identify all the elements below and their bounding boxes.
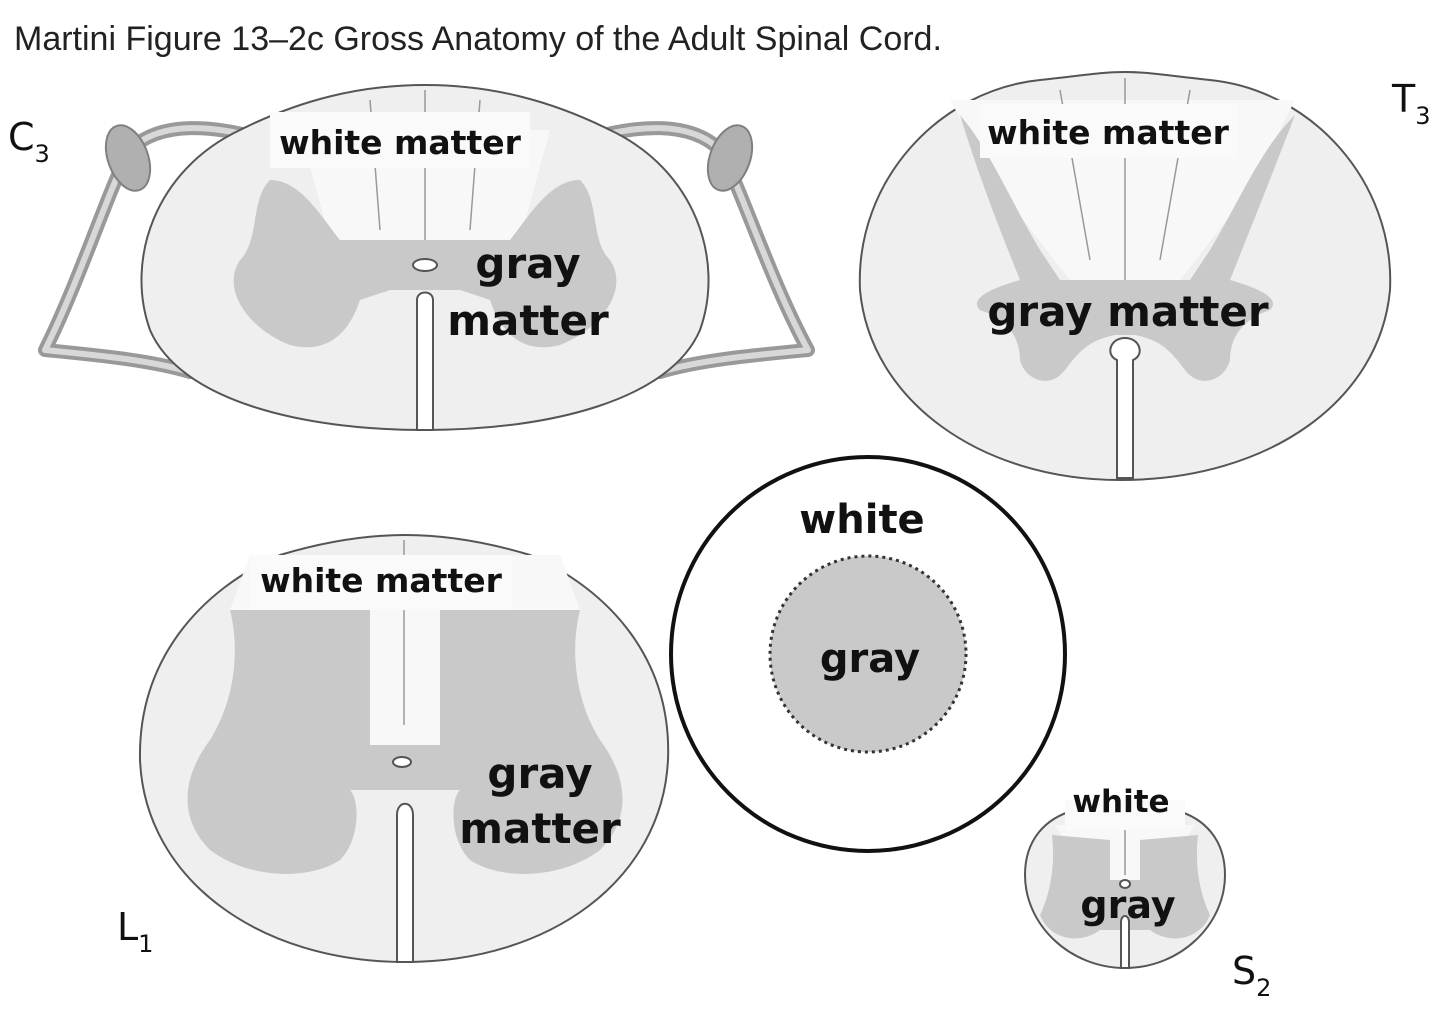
s2-segment-label: S2 [1232,949,1271,1002]
schematic-gray-region [768,554,968,754]
s2-gray-label: gray [1080,883,1175,927]
c3-cross-section: white matter gray matter C3 [8,83,815,432]
l1-cross-section: white matter gray matter L1 [117,533,670,964]
l1-gray-matter [187,610,623,874]
s2-anterior-median-fissure [1120,915,1130,969]
schematic-white-label: white [799,497,924,543]
figure-title: Martini Figure 13–2c Gross Anatomy of th… [14,20,942,58]
c3-gray-matter-label-line2: matter [447,296,609,345]
c3-anterior-median-fissure [416,291,434,431]
l1-central-canal [392,756,412,768]
t3-gray-matter [960,115,1295,381]
s2-white-label: white [1072,784,1169,820]
c3-white-matter-label-box [270,112,530,168]
t3-white-matter-label-box [980,104,1238,158]
c3-gray-matter-label-line1: gray [475,239,580,288]
l1-segment-label: L1 [117,905,153,958]
l1-gray-matter-label-line1: gray [487,749,592,798]
t3-gray-matter-label: gray matter [987,287,1269,336]
t3-anterior-median-fissure [1109,336,1141,479]
c3-left-dorsal-root-ganglion [104,124,152,192]
c3-right-spinal-nerve [578,121,815,379]
schematic-cross-section: white gray [669,455,1067,853]
l1-white-matter-label-box [250,555,512,610]
t3-segment-label: T3 [1391,77,1431,130]
schematic-gray-label: gray [820,636,920,682]
t3-cross-section: white matter gray matter T3 [858,70,1431,482]
c3-central-canal [412,258,438,272]
c3-right-dorsal-root-ganglion [706,124,754,192]
l1-white-matter-label: white matter [260,561,503,600]
s2-central-canal [1119,879,1131,889]
t3-white-matter-label: white matter [987,113,1230,152]
l1-gray-matter-label-line2: matter [459,804,621,853]
l1-anterior-median-fissure [396,802,414,963]
s2-cross-section: white gray S2 [1023,784,1271,1002]
c3-white-matter-label: white matter [279,123,522,162]
c3-left-spinal-nerve [38,121,272,379]
c3-segment-label: C3 [8,115,50,168]
s2-white-label-box [1065,800,1185,830]
